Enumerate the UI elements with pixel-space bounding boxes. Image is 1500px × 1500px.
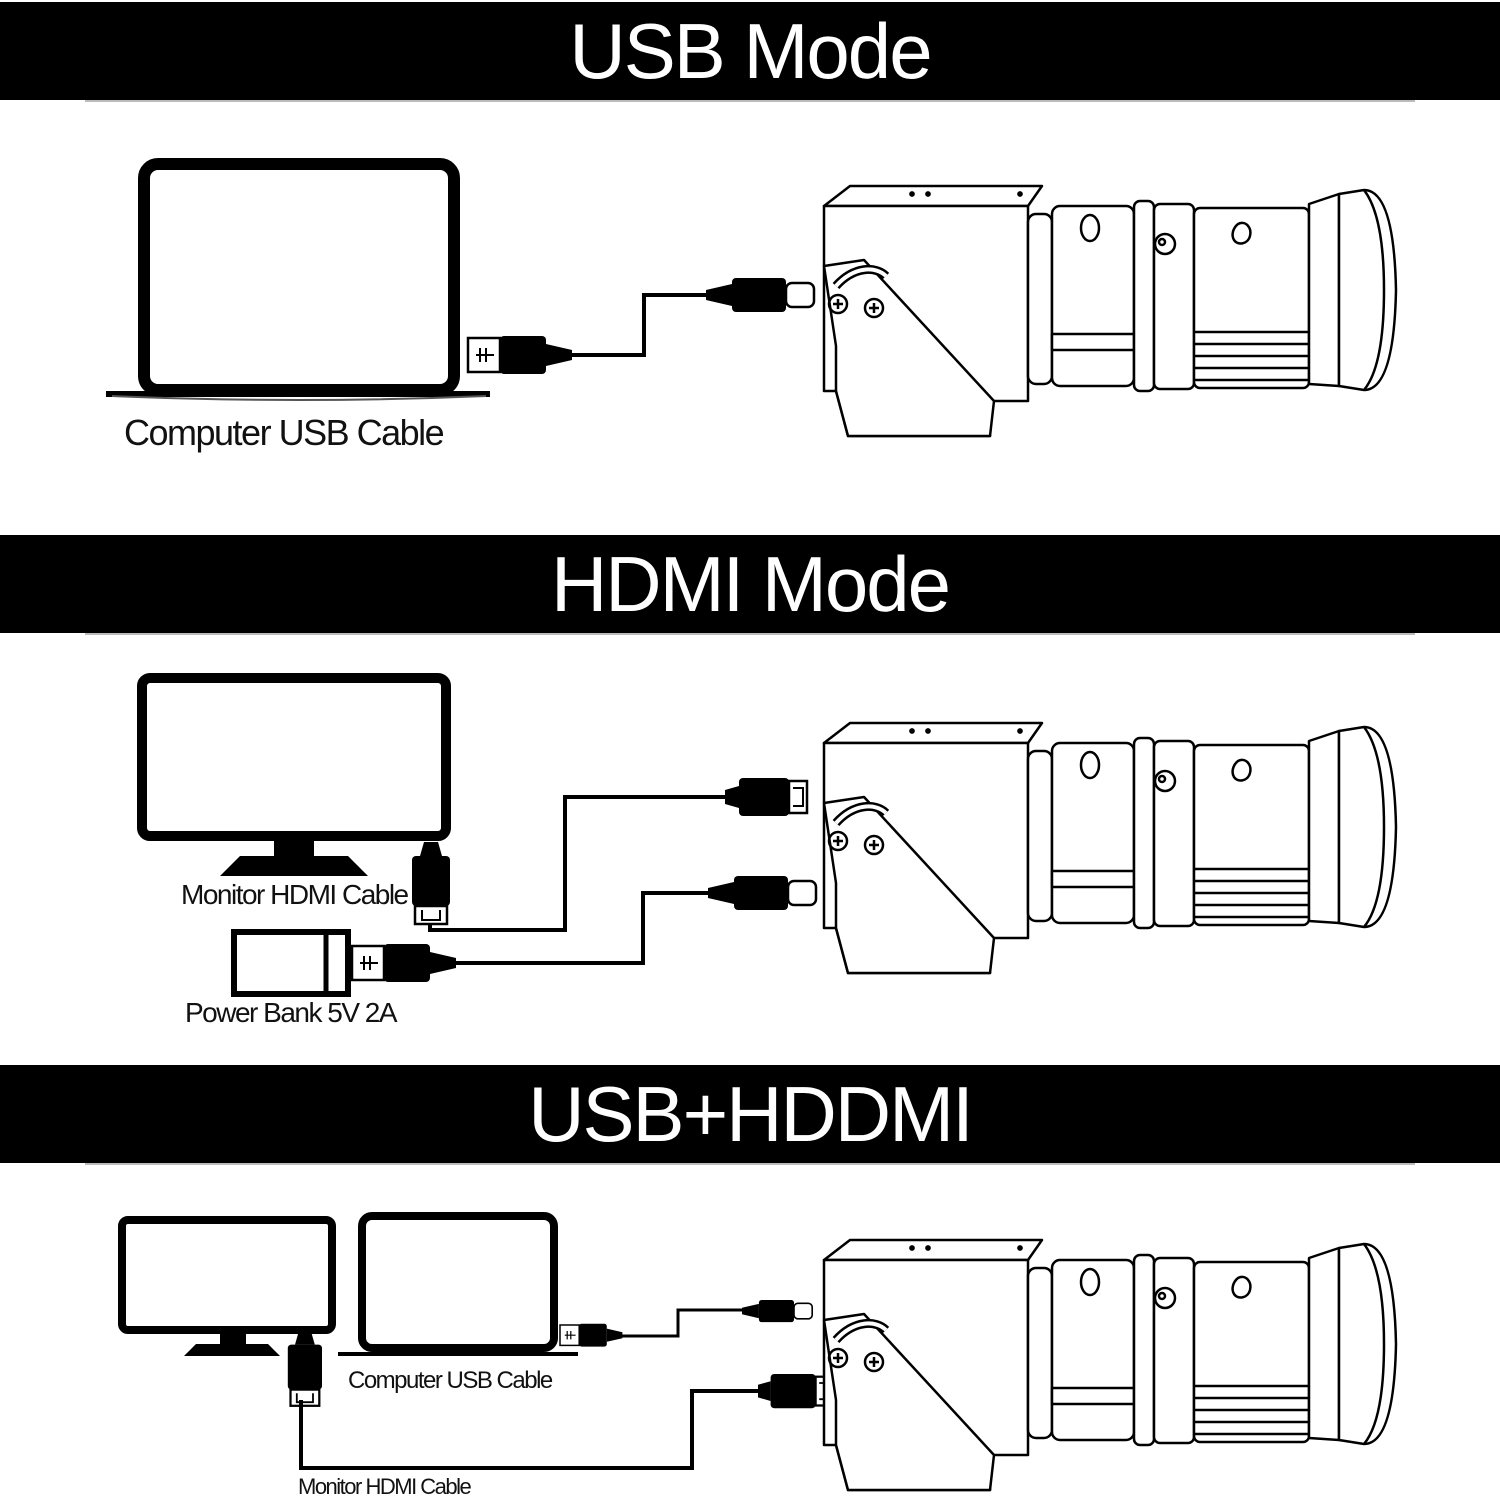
hdmi-mode-divider — [85, 633, 1415, 635]
usb-hdmi-divider — [85, 1163, 1415, 1165]
combo-usb-cable — [622, 1308, 744, 1338]
combo-hdmi-cable — [299, 1389, 760, 1470]
usb-mode-banner: USB Mode — [0, 2, 1500, 100]
hdmi-mode-usb-c-plug-icon — [706, 874, 818, 912]
hdmi-mode-title: HDMI Mode — [550, 539, 951, 628]
combo-camera-icon — [824, 1240, 1396, 1490]
usb-hdmi-title: USB+HDDMI — [528, 1069, 974, 1158]
usb-mode-usb-c-plug-icon — [704, 276, 816, 314]
combo-usb-c-plug-icon — [741, 1299, 814, 1323]
combo-monitor-hdmi-cable-label: Monitor HDMI Cable — [298, 1474, 472, 1499]
usb-mode-computer-usb-cable-label: Computer USB Cable — [124, 412, 445, 453]
usb-mode-divider — [85, 100, 1415, 102]
hdmi-mode-power-bank-icon — [231, 929, 351, 997]
hdmi-mode-power-bank-label: Power Bank 5V 2A — [185, 997, 398, 1028]
combo-usb-a-plug-icon — [559, 1323, 624, 1348]
hdmi-mode-camera-hdmi-plug-icon — [723, 776, 809, 818]
hdmi-mode-monitor-hdmi-cable-label: Monitor HDMI Cable — [181, 879, 409, 910]
hdmi-mode-monitor-icon — [137, 673, 451, 876]
usb-mode-laptop-icon — [106, 158, 490, 401]
usb-mode-cable — [572, 293, 706, 357]
hdmi-mode-banner: HDMI Mode — [0, 535, 1500, 633]
hdmi-mode-usb-a-plug-icon — [350, 942, 458, 984]
hdmi-mode-power-cable — [456, 891, 710, 965]
usb-mode-camera-icon — [824, 186, 1396, 436]
combo-monitor-hdmi-plug-icon — [286, 1330, 324, 1407]
combo-camera-hdmi-plug-icon — [756, 1372, 833, 1410]
usb-mode-usb-a-plug-icon — [466, 334, 574, 376]
hdmi-mode-camera-icon — [824, 723, 1396, 973]
usb-hdmi-banner: USB+HDDMI — [0, 1065, 1500, 1163]
combo-monitor-icon — [118, 1216, 336, 1356]
usb-mode-title: USB Mode — [569, 6, 932, 95]
combo-computer-usb-cable-label: Computer USB Cable — [348, 1367, 553, 1394]
hdmi-mode-hdmi-cable — [428, 795, 727, 932]
hdmi-mode-monitor-hdmi-plug-icon — [410, 840, 452, 926]
combo-laptop-icon — [338, 1212, 578, 1356]
